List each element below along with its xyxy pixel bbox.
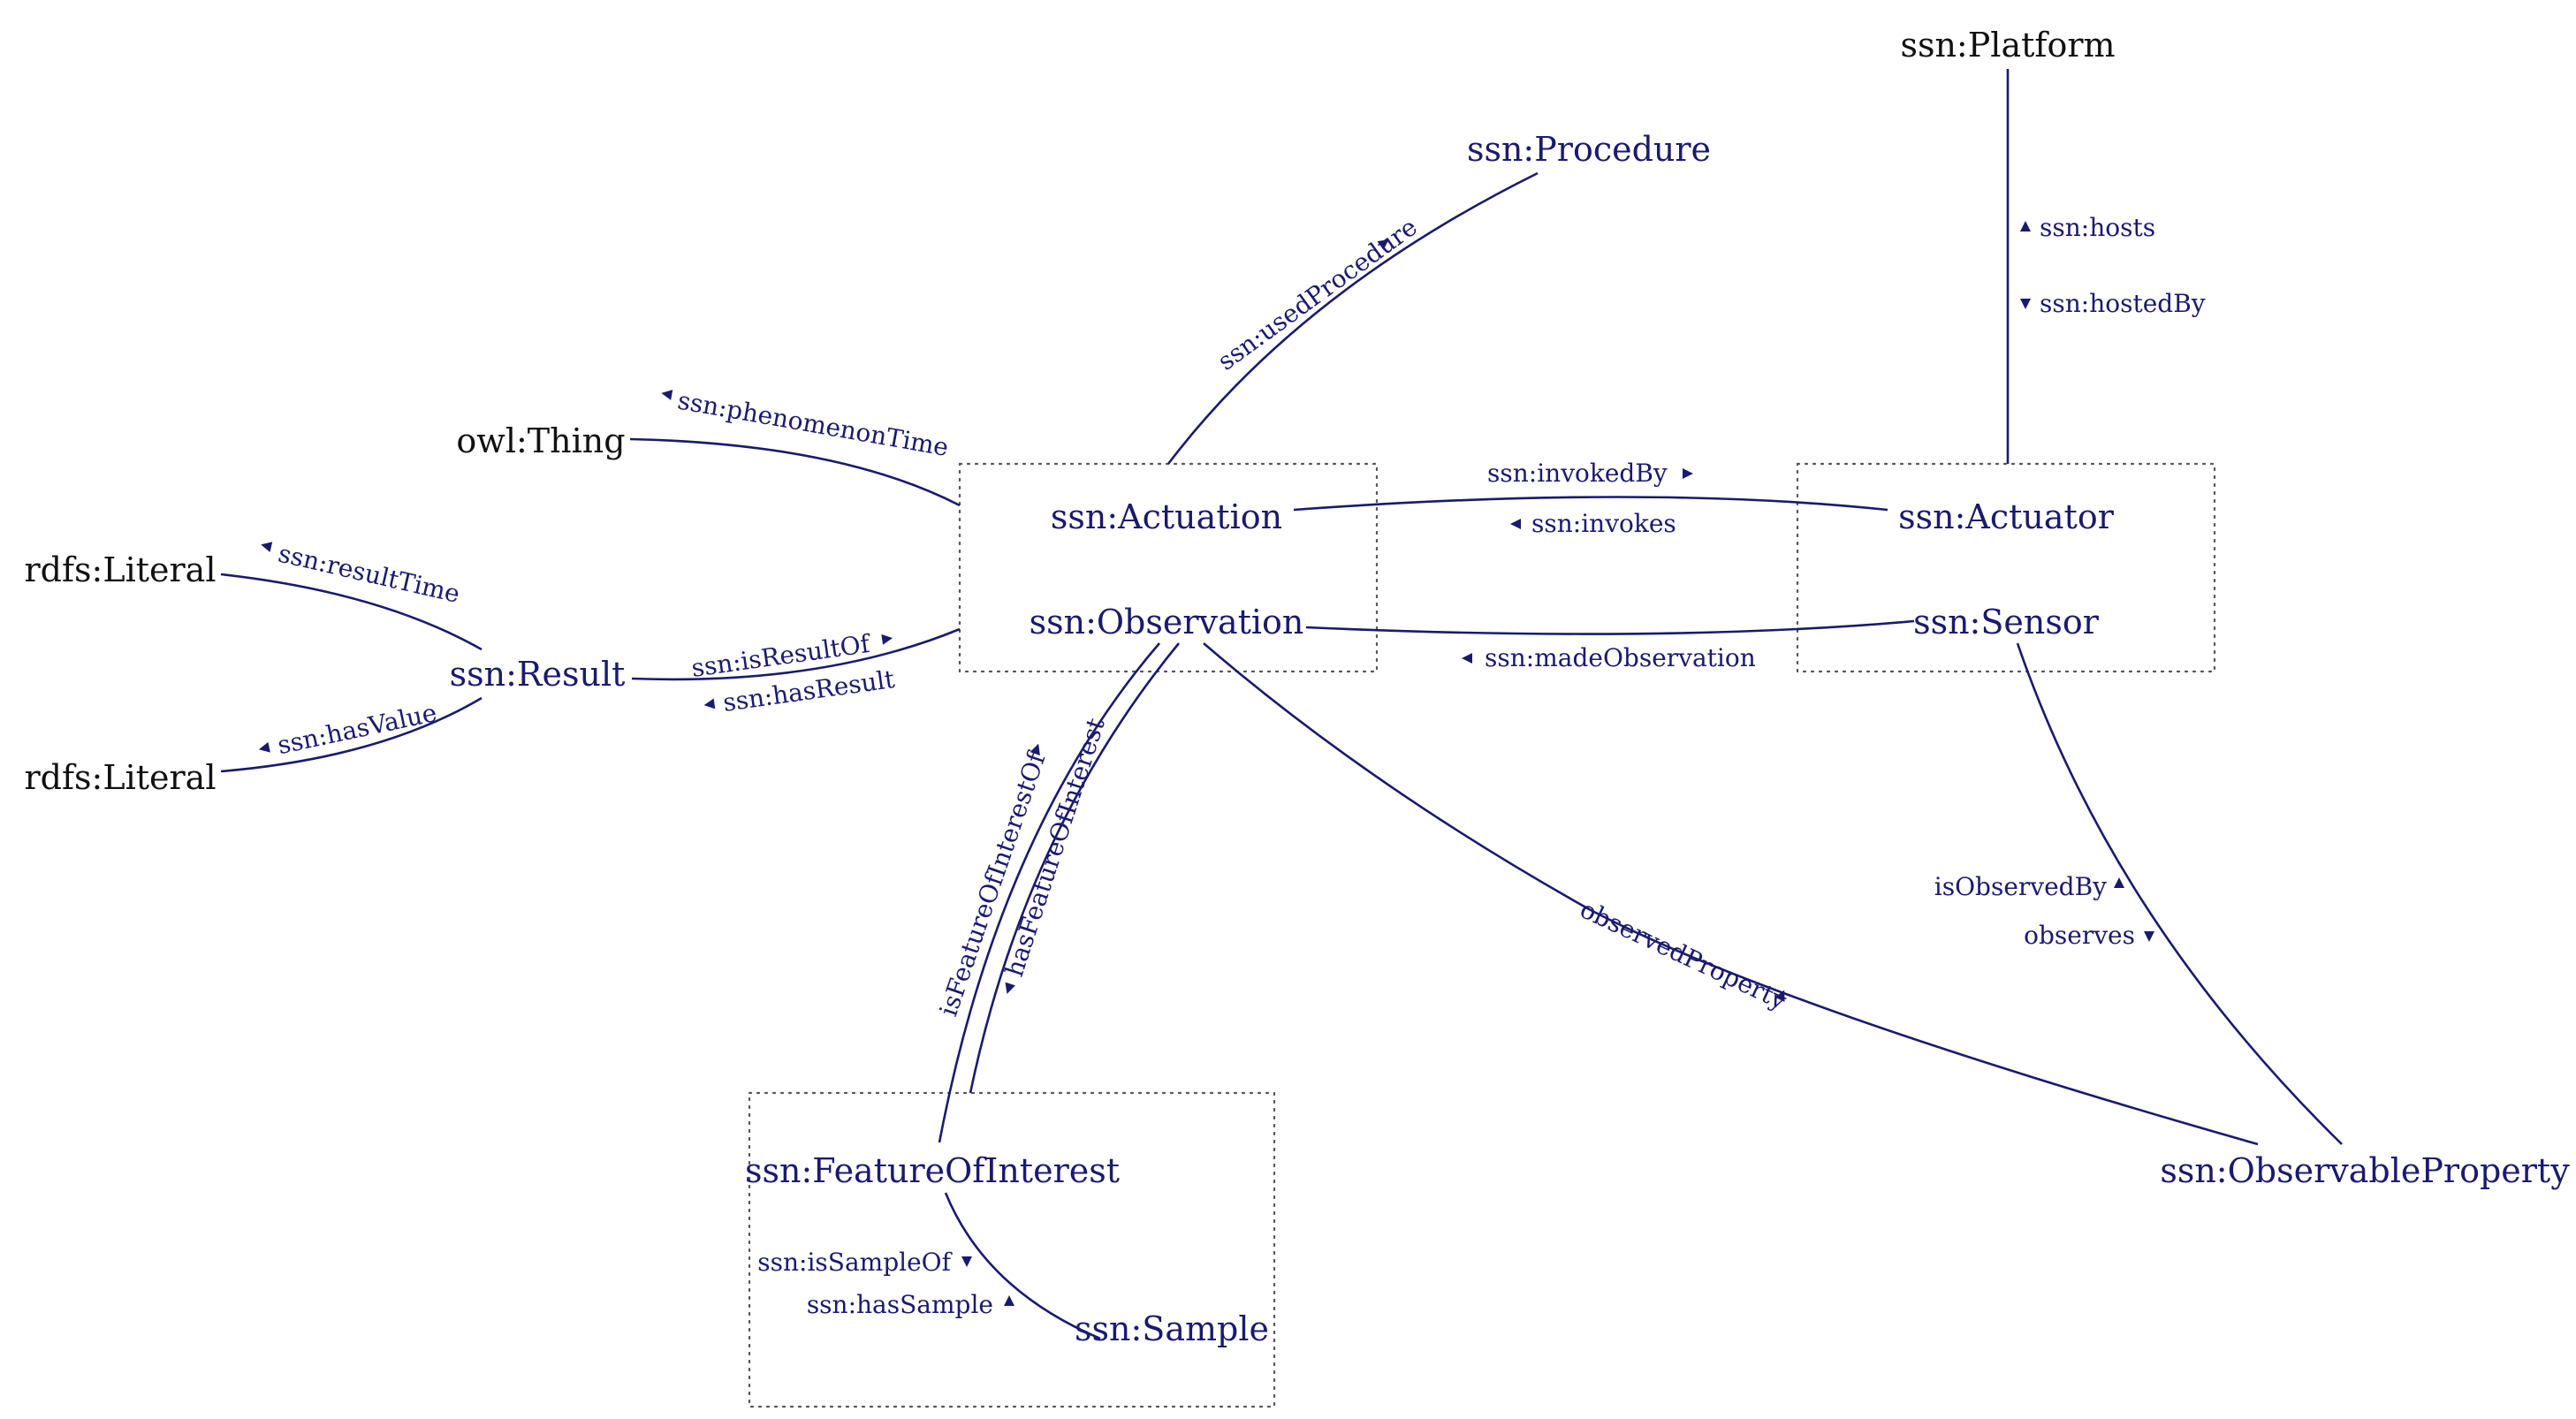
svg-text:isObservedBy: isObservedBy — [1934, 872, 2107, 901]
edge-observation-foi-2 — [969, 642, 1181, 1094]
svg-text:ssn:hasValue: ssn:hasValue — [275, 698, 439, 760]
arrow-left-icon — [1005, 982, 1015, 994]
edge-owlthing-actuation — [629, 437, 961, 507]
edge-sensor-observable-property — [2016, 642, 2343, 1145]
arrow-left-icon — [661, 390, 673, 400]
edge-actuation-procedure — [1166, 171, 1539, 465]
svg-text:observes: observes — [2024, 921, 2135, 950]
edge-literal-has-value — [220, 696, 483, 773]
svg-text:ssn:madeObservation: ssn:madeObservation — [1485, 643, 1756, 672]
node-actuator: ssn:Actuator — [1898, 497, 2115, 536]
label-made-observation: ssn:madeObservation — [1462, 643, 1756, 672]
label-phenomenon-time: ssn:phenomenonTime — [661, 386, 951, 462]
arrow-down-icon — [2020, 299, 2031, 309]
label-is-sample-of: ssn:isSampleOf — [757, 1248, 972, 1277]
arrow-right-icon — [1030, 743, 1040, 756]
label-observed-property: observedProperty — [1576, 894, 1791, 1015]
edge-observation-sensor — [1305, 619, 1915, 635]
label-has-value: ssn:hasValue — [258, 698, 439, 760]
label-has-sample: ssn:hasSample — [807, 1290, 1014, 1319]
arrow-left-icon — [261, 542, 273, 552]
label-invokes: ssn:invokes — [1510, 509, 1676, 538]
svg-text:ssn:resultTime: ssn:resultTime — [276, 539, 463, 609]
arrow-up-icon — [1004, 1295, 1014, 1306]
node-rdfs-literal-has-value: rdfs:Literal — [25, 758, 217, 797]
edge-observation-observable-property — [1203, 642, 2259, 1146]
edge-foi-sample — [944, 1192, 1101, 1340]
label-result-time: ssn:resultTime — [261, 539, 463, 609]
label-hosts: ssn:hosts — [2020, 213, 2155, 242]
arrow-up-icon — [2114, 877, 2124, 888]
edge-result-observation — [631, 627, 961, 681]
label-observes: observes — [2024, 921, 2154, 950]
svg-text:ssn:invokedBy: ssn:invokedBy — [1487, 459, 1668, 488]
actuator-sensor-group — [1796, 462, 2216, 673]
svg-text:ssn:isSampleOf: ssn:isSampleOf — [757, 1248, 953, 1277]
node-procedure: ssn:Procedure — [1467, 130, 1711, 169]
node-rdfs-literal-result-time: rdfs:Literal — [25, 550, 217, 589]
edge-observation-foi-1 — [938, 642, 1160, 1143]
label-invoked-by: ssn:invokedBy — [1487, 459, 1693, 488]
arrow-down-icon — [961, 1256, 972, 1267]
svg-text:ssn:hostedBy: ssn:hostedBy — [2040, 289, 2206, 318]
arrow-right-icon — [1683, 468, 1693, 479]
node-owl-thing: owl:Thing — [456, 421, 625, 460]
node-sensor: ssn:Sensor — [1913, 603, 2100, 641]
svg-text:ssn:phenomenonTime: ssn:phenomenonTime — [675, 386, 950, 462]
node-actuation: ssn:Actuation — [1051, 497, 1282, 536]
arrow-left-icon — [703, 698, 716, 710]
arrow-down-icon — [2144, 931, 2154, 942]
label-is-observed-by: isObservedBy — [1934, 872, 2124, 901]
arrow-up-icon — [2020, 221, 2031, 231]
label-hosted-by: ssn:hostedBy — [2020, 289, 2206, 318]
node-result: ssn:Result — [450, 655, 626, 694]
arrow-left-icon — [1510, 519, 1521, 529]
label-used-procedure: ssn:usedProcedure — [1212, 212, 1423, 376]
node-platform: ssn:Platform — [1900, 26, 2115, 64]
node-observation: ssn:Observation — [1030, 603, 1304, 641]
arrow-left-icon — [258, 741, 270, 753]
arrow-right-icon — [1377, 239, 1389, 250]
node-observable-property: ssn:ObservableProperty — [2160, 1151, 2570, 1190]
arrow-right-icon — [881, 634, 893, 645]
svg-text:observedProperty: observedProperty — [1576, 894, 1791, 1015]
svg-text:ssn:invokes: ssn:invokes — [1531, 509, 1676, 538]
node-feature-of-interest: ssn:FeatureOfInterest — [745, 1151, 1120, 1190]
arrow-up-icon — [1774, 990, 1785, 1002]
edge-literal-result-time — [220, 573, 483, 651]
edge-actuation-actuator — [1293, 496, 1888, 512]
svg-text:ssn:hosts: ssn:hosts — [2040, 213, 2155, 242]
arrow-left-icon — [1462, 653, 1472, 664]
node-sample: ssn:Sample — [1075, 1309, 1269, 1348]
svg-text:ssn:usedProcedure: ssn:usedProcedure — [1212, 212, 1423, 376]
svg-text:ssn:hasSample: ssn:hasSample — [807, 1290, 993, 1319]
feature-sample-group — [748, 1091, 1276, 1408]
